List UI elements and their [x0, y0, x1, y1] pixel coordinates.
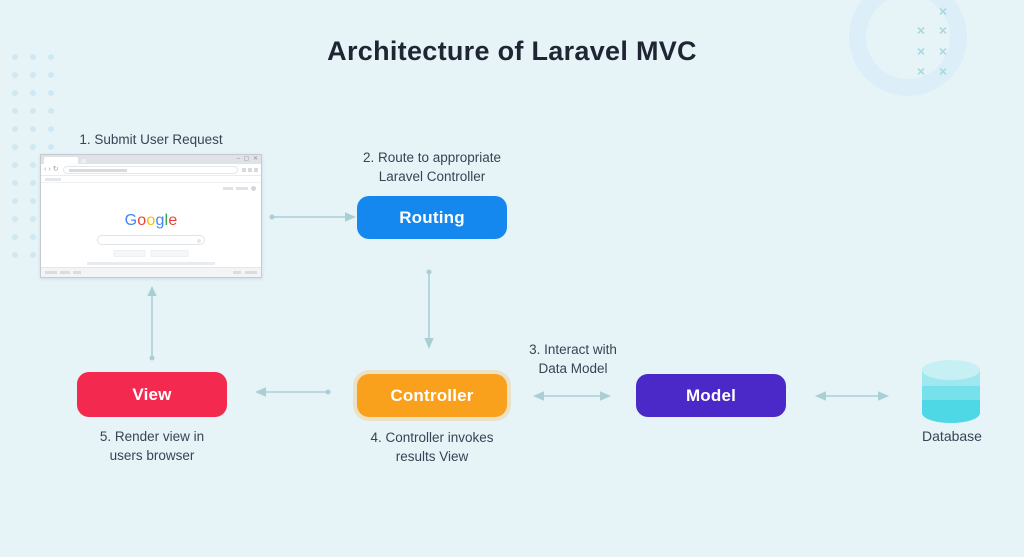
- x-mark-icon: ✕: [938, 46, 948, 59]
- x-mark-icon: ✕: [938, 6, 948, 19]
- database-label: Database: [922, 428, 982, 444]
- browser-address-bar: [62, 165, 238, 174]
- forward-icon: ›: [48, 166, 51, 173]
- offered-languages-text-placeholder: [87, 262, 215, 265]
- arrow-controller-to-view: [255, 387, 331, 397]
- step4-line2: results View: [395, 448, 469, 464]
- step3-line1: 3. Interact with: [529, 342, 617, 357]
- back-icon: ‹: [44, 166, 47, 173]
- browser-status-bar: [41, 267, 261, 277]
- step1-label: 1. Submit User Request: [79, 132, 223, 147]
- gmail-images-links-placeholder: [223, 186, 256, 191]
- browser-window-illustration: – ▢ ✕ ‹ › ↻ Google: [40, 154, 262, 278]
- arrow-controller-model: [533, 391, 611, 401]
- x-mark-icon: ✕: [916, 46, 926, 59]
- step4-line1: 4. Controller invokes: [370, 430, 494, 445]
- refresh-icon: ↻: [52, 166, 59, 173]
- step2-line2: Laravel Controller: [378, 168, 486, 184]
- google-logo: Google: [124, 212, 178, 229]
- routing-node: Routing: [357, 196, 507, 239]
- page-title: Architecture of Laravel MVC: [327, 36, 697, 66]
- avatar: [251, 186, 256, 191]
- x-mark-icon: ✕: [938, 66, 948, 79]
- step5-line2: users browser: [109, 447, 195, 463]
- bookmark-item-placeholder: [45, 178, 61, 181]
- browser-navbar: ‹ › ↻: [41, 164, 261, 176]
- x-mark-icon: ✕: [938, 25, 948, 38]
- search-icon: [197, 238, 201, 243]
- bookmark-bar: [41, 176, 261, 183]
- feeling-lucky-button-placeholder: [150, 250, 189, 257]
- step2-line1: 2. Route to appropriate: [362, 150, 502, 165]
- new-tab-icon: [81, 159, 86, 163]
- controller-node: Controller: [357, 374, 507, 417]
- view-node: View: [77, 372, 227, 417]
- google-search-input: [97, 235, 205, 245]
- navbar-icons: [242, 167, 258, 172]
- x-mark-icon: ✕: [916, 66, 926, 79]
- x-mark-icon: ✕: [916, 25, 926, 38]
- model-node: Model: [636, 374, 786, 417]
- step3-label: 3. Interact with Data Model: [517, 341, 629, 378]
- arrow-view-to-browser: [147, 286, 157, 361]
- arrow-routing-to-controller: [424, 269, 434, 349]
- url-text-placeholder: [68, 168, 127, 172]
- arrow-browser-to-routing: [269, 212, 356, 222]
- step5-label: 5. Render view in users browser: [77, 428, 227, 465]
- step4-label: 4. Controller invokes results View: [347, 429, 517, 466]
- browser-tab-strip: – ▢ ✕: [41, 155, 261, 164]
- database-icon: [922, 360, 980, 423]
- google-homepage: Google: [41, 183, 261, 267]
- step5-line1: 5. Render view in: [99, 429, 205, 444]
- window-controls-icon: – ▢ ✕: [236, 156, 259, 162]
- browser-tab: [44, 157, 78, 164]
- step2-label: 2. Route to appropriate Laravel Controll…: [337, 149, 527, 186]
- step3-line2: Data Model: [538, 360, 608, 376]
- arrow-model-database: [815, 391, 889, 401]
- google-search-buttons: [113, 250, 189, 257]
- google-search-button-placeholder: [113, 250, 146, 257]
